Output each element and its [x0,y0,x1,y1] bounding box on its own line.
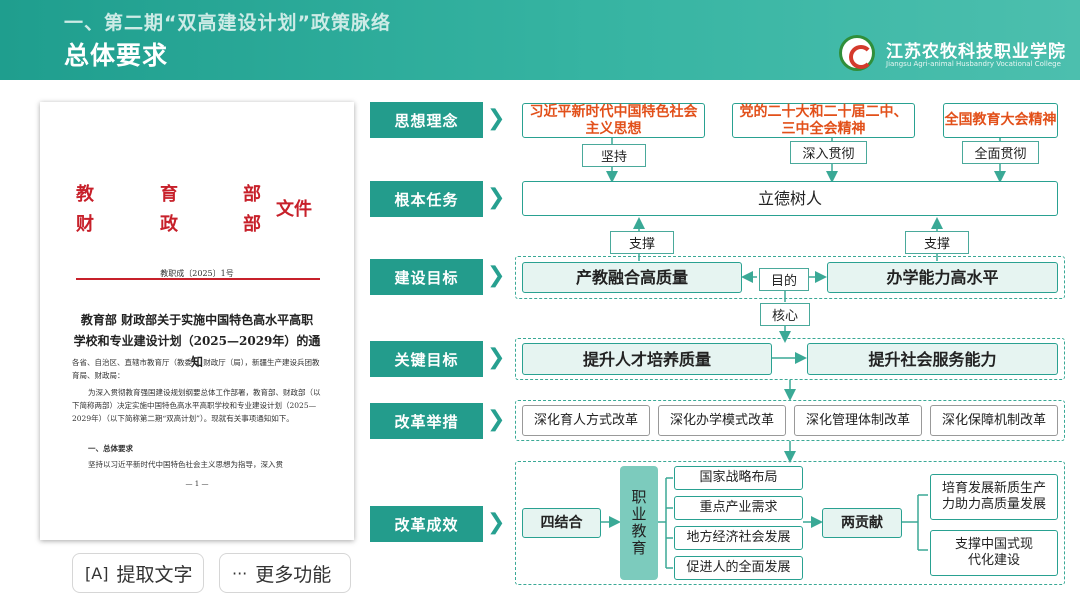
doc-number: 教职成〔2025〕1号 [160,269,234,278]
label-purpose: 目的 [759,268,809,291]
key-talent-quality: 提升人才培养质量 [522,343,772,375]
label-support: 支撑 [905,231,969,254]
doc-red-divider [76,278,320,280]
effect-combination-item: 地方经济社会发展 [674,526,803,550]
section-title: 一、第二期“双高建设计划”政策脉络 [64,12,391,34]
effects-dashed-frame [515,461,1065,585]
measure-item: 深化办学模式改革 [658,405,786,436]
doc-issuer-char: 育 [160,184,178,205]
category-goal: 建设目标 [370,259,483,295]
label-adhere: 坚持 [582,144,646,167]
measure-item: 深化保障机制改革 [930,405,1058,436]
key-goal-dashed-frame [515,338,1065,380]
effect-contribution-item: 培育发展新质生产力助力高质量发展 [930,474,1058,520]
category-measures: 改革举措 [370,403,483,439]
text-scan-icon: [A] [85,563,109,583]
effect-four-combinations: 四结合 [522,508,601,538]
effect-contribution-item: 支撑中国式现代化建设 [930,530,1058,576]
measure-item: 深化育人方式改革 [522,405,650,436]
measures-dashed-frame [515,400,1065,441]
doc-file-word: 文件 [276,199,312,220]
doc-issuer-char: 财 [76,214,94,235]
chevron-right-icon: ❯ [487,185,506,210]
label-fully-implement: 全面贯彻 [962,141,1039,164]
category-effects: 改革成效 [370,506,483,542]
doc-issuer-char: 部 [243,214,261,235]
doc-paragraph: 为深入贯彻教育强国建设规划纲要总体工作部署，教育部、财政部（以下简称两部）决定实… [72,388,321,423]
chevron-right-icon: ❯ [487,263,506,288]
doc-issuer-char: 部 [243,184,261,205]
thought-xi-thought: 习近平新时代中国特色社会主义思想 [522,103,705,138]
doc-title-line: 学校和专业建设计划（2025—2029年）的通知 [73,334,321,369]
chevron-right-icon: ❯ [487,106,506,131]
doc-page-number: — 1 — [185,480,209,488]
more-features-label: 更多功能 [255,563,332,586]
effect-combination-item: 促进人的全面发展 [674,556,803,580]
key-social-service: 提升社会服务能力 [807,343,1058,375]
chevron-right-icon: ❯ [487,510,506,535]
doc-paragraph: 各省、自治区、直辖市教育厅（教委）、财政厅（局），新疆生产建设兵团教育局、财政局… [72,358,320,380]
doc-heading: 一、总体要求 [88,444,133,453]
task-moral-education: 立德树人 [522,181,1058,216]
college-name: 江苏农牧科技职业学院 [886,42,1066,62]
thought-education-conference: 全国教育大会精神 [943,103,1058,138]
college-logo-icon [839,35,875,71]
doc-paragraph: 坚持以习近平新时代中国特色社会主义思想为指导，深入贯 [88,460,283,469]
chevron-right-icon: ❯ [487,345,506,370]
label-deeply-implement: 深入贯彻 [790,141,867,164]
category-key-goal: 关键目标 [370,341,483,377]
effect-combination-item: 国家战略布局 [674,466,803,490]
more-features-button[interactable]: ··· 更多功能 [219,553,351,593]
label-core: 核心 [760,303,810,326]
measure-item: 深化管理体制改革 [794,405,922,436]
chevron-right-icon: ❯ [487,407,506,432]
label-support: 支撑 [610,231,674,254]
college-name-en: Jiangsu Agri-animal Husbandry Vocational… [886,60,1061,68]
goal-dashed-frame [515,256,1065,299]
category-thought: 思想理念 [370,102,483,138]
category-task: 根本任务 [370,181,483,217]
more-dots-icon: ··· [232,563,248,583]
effect-vocational-education: 职业教育 [620,466,658,580]
document-thumbnail[interactable]: 教 育 部 财 政 部 文件 教职成〔2025〕1号 教育部 财政部关于实施中国… [40,102,354,540]
thought-party-congress: 党的二十大和二十届二中、三中全会精神 [732,103,915,138]
doc-title: 教育部 财政部关于实施中国特色高水平高职 学校和专业建设计划（2025—2029… [70,310,324,373]
extract-text-label: 提取文字 [116,563,193,586]
goal-industry-education: 产教融合高质量 [522,262,742,293]
doc-issuer-char: 政 [160,214,178,235]
doc-title-line: 教育部 财政部关于实施中国特色高水平高职 [80,313,314,327]
extract-text-button[interactable]: [A] 提取文字 [72,553,204,593]
effect-two-contributions: 两贡献 [822,508,902,538]
goal-school-capacity: 办学能力高水平 [827,262,1058,293]
header-banner: 一、第二期“双高建设计划”政策脉络 总体要求 江苏农牧科技职业学院 Jiangs… [0,0,1080,80]
effect-combination-item: 重点产业需求 [674,496,803,520]
doc-issuer-char: 教 [76,184,94,205]
page-title: 总体要求 [64,41,169,70]
